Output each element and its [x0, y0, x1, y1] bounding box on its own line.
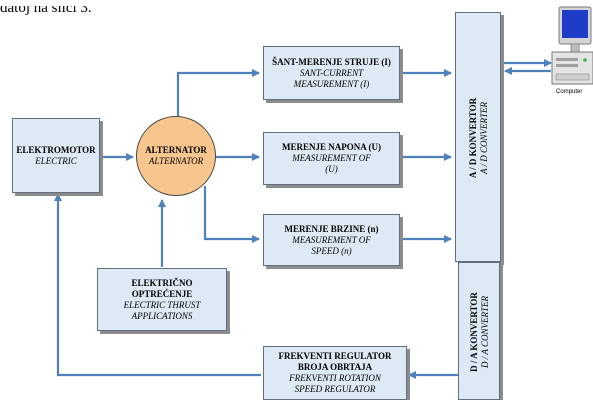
- elektromotor-subtitle: ELECTRIC: [35, 155, 77, 166]
- load-title2: OPTREĆENJE: [131, 288, 193, 299]
- block-elektromotor: ELEKTROMOTOR ELECTRIC: [12, 118, 100, 193]
- arrow-alternator-to-speed: [203, 186, 260, 243]
- block-ad-converter: A / D KONVERTOR A / D CONVERTER: [455, 12, 501, 262]
- current-sub2: MEASUREMENT (I): [293, 78, 370, 89]
- load-title1: ELEKTRIČNO: [131, 277, 193, 288]
- arrow-regulator-to-motor: [54, 193, 261, 377]
- lead-text: datoj na slici 3.: [0, 0, 92, 16]
- regulator-title1: FREKVENTI REGULATOR: [278, 351, 392, 361]
- block-da-converter: D / A KONVERTOR D / A CONVERTER: [458, 262, 500, 400]
- regulator-sub1: FREKVENTI ROTATION: [289, 373, 381, 383]
- block-alternator: ALTERNATOR ALTERNATOR: [136, 116, 216, 196]
- da-converter-label: D / A KONVERTOR D / A CONVERTER: [469, 292, 491, 372]
- computer-icon: [550, 6, 593, 92]
- ad-subtitle: A / D CONVERTER: [479, 101, 489, 175]
- speed-sub1: MEASUREMENT OF: [292, 234, 371, 245]
- da-subtitle: D / A CONVERTER: [480, 296, 490, 368]
- alternator-subtitle: ALTERNATOR: [148, 156, 204, 166]
- speed-title: MERENJE BRZINE (n): [284, 223, 379, 234]
- computer-label: Computer: [556, 89, 583, 95]
- arrow-alternator-to-current: [176, 69, 260, 116]
- voltage-title: MERENJE NAPONA (U): [282, 142, 381, 152]
- load-sub2: APPLICATIONS: [131, 310, 193, 321]
- regulator-title2: BROJA OBRTAJA: [297, 362, 373, 372]
- speed-sub2: SPEED (n): [311, 245, 352, 256]
- voltage-sub1: MEASUREMENT OF: [292, 153, 371, 163]
- regulator-sub2: SPEED REGULATOR: [294, 384, 376, 394]
- load-sub1: ELECTRIC THRUST: [123, 299, 201, 310]
- alternator-title: ALTERNATOR: [145, 145, 207, 155]
- voltage-sub2: (U): [325, 164, 338, 174]
- block-frequency-regulator: FREKVENTI REGULATOR BROJA OBRTAJA FREKVE…: [263, 346, 407, 400]
- elektromotor-title: ELEKTROMOTOR: [16, 144, 96, 155]
- block-current-measurement: ŠANT-MERENJE STRUJE (I) SANT-CURRENT MEA…: [263, 46, 400, 100]
- da-title: D / A KONVERTOR: [469, 292, 479, 372]
- block-speed-measurement: MERENJE BRZINE (n) MEASUREMENT OF SPEED …: [263, 214, 400, 266]
- block-voltage-measurement: MERENJE NAPONA (U) MEASUREMENT OF (U): [263, 132, 400, 185]
- block-electric-load: ELEKTRIČNO OPTREĆENJE ELECTRIC THRUST AP…: [97, 268, 227, 331]
- ad-converter-label: A / D KONVERTOR A / D CONVERTER: [468, 98, 490, 178]
- current-title: ŠANT-MERENJE STRUJE (I): [272, 56, 391, 67]
- current-sub1: SANT-CURRENT: [299, 67, 364, 78]
- ad-title: A / D KONVERTOR: [468, 97, 478, 179]
